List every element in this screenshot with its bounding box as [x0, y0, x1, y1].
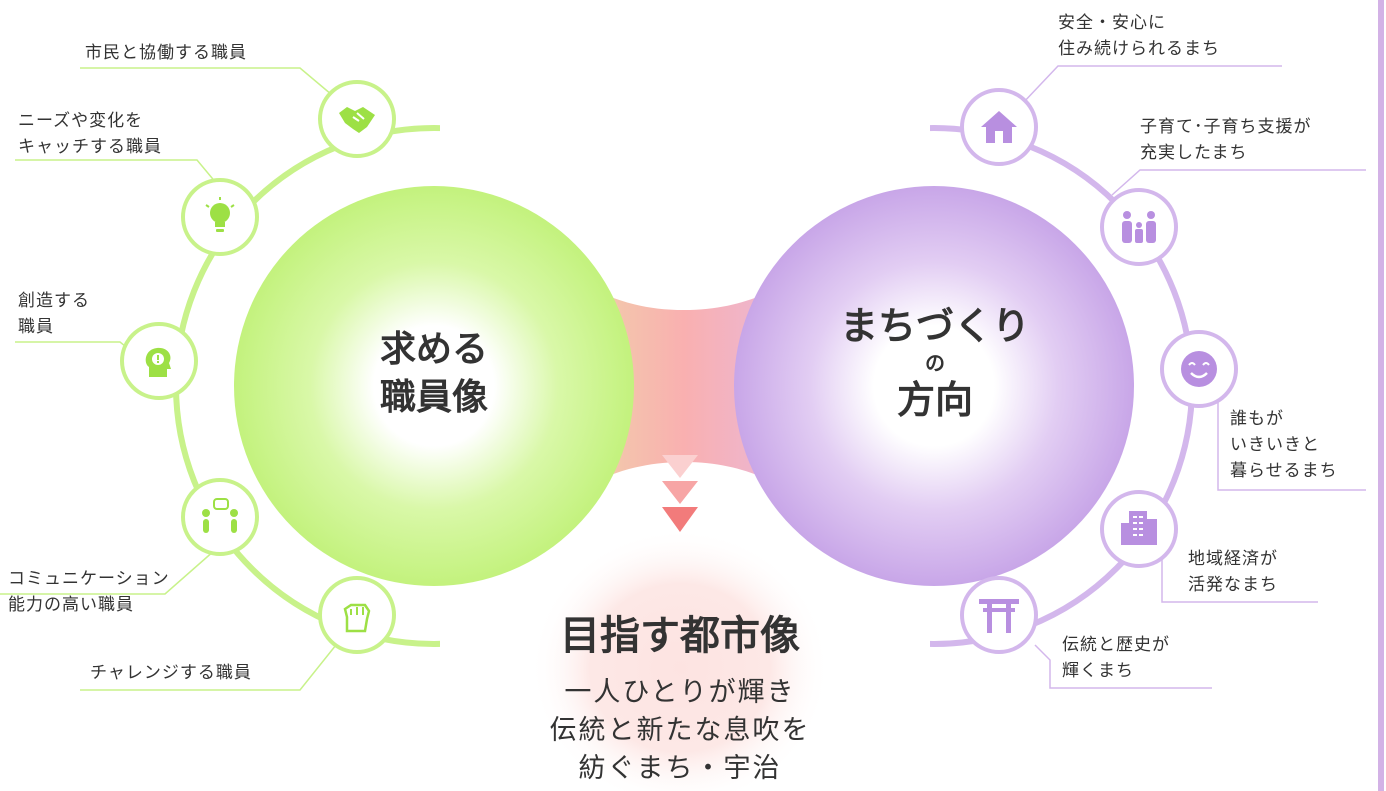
- left-item-4-label: コミュニケーション能力の高い職員: [8, 569, 170, 615]
- vision-description: 一人ひとりが輝き 伝統と新たな息吹を 紡ぐまち・宇治: [549, 677, 811, 784]
- lightbulb-icon: [181, 178, 259, 256]
- right-center-title: まちづくり の 方向: [839, 304, 1030, 422]
- vision-title: 目指す都市像: [560, 613, 800, 659]
- fist-icon: [318, 576, 396, 654]
- arrow-3: [662, 507, 698, 532]
- left-item-3-label: 創造する職員: [18, 291, 90, 337]
- right-edge-bar: [1378, 0, 1384, 791]
- right-item-2-label: 子育て･子育ち支援が充実したまち: [1140, 117, 1312, 163]
- conversation-icon: [181, 478, 259, 556]
- bottom-glow: [530, 528, 830, 791]
- arrow-2: [662, 481, 698, 504]
- left-item-2-label: ニーズや変化をキャッチする職員: [18, 111, 162, 157]
- right-item-1-label: 安全・安心に住み続けられるまち: [1058, 13, 1220, 59]
- left-circle: [234, 186, 634, 586]
- house-icon: [960, 88, 1038, 166]
- left-item-1-label: 市民と協働する職員: [85, 43, 247, 63]
- handshake-icon: [318, 80, 396, 158]
- right-item-4-label: 地域経済が活発なまち: [1188, 549, 1278, 595]
- smile-icon: [1160, 330, 1238, 408]
- family-icon: [1100, 188, 1178, 266]
- right-item-5-label: 伝統と歴史が輝くまち: [1062, 635, 1170, 681]
- right-circle: [734, 186, 1134, 586]
- idea-head-icon: [120, 322, 198, 400]
- building-icon: [1100, 490, 1178, 568]
- left-item-5-label: チャレンジする職員: [90, 663, 252, 683]
- arrow-1: [662, 455, 698, 478]
- right-item-3-label: 誰もがいきいきと暮らせるまち: [1230, 409, 1338, 481]
- left-center-title: 求める職員像: [379, 329, 488, 418]
- torii-icon: [960, 576, 1038, 654]
